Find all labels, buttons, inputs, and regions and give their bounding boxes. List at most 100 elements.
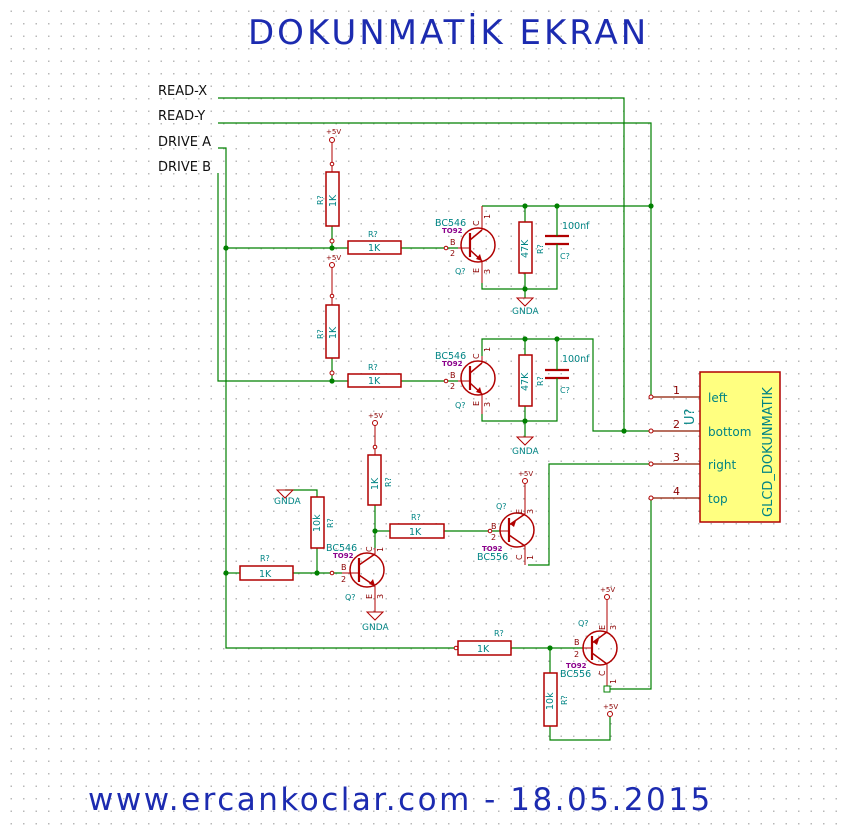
vcc-symbol: +5V: [326, 254, 341, 305]
pin-ends: [329, 161, 493, 651]
capacitor-ref: C?: [560, 386, 570, 395]
transistor: BC546 TO92 Q? B 2 C 1 E 3: [326, 543, 385, 602]
transistor-ref: Q?: [345, 593, 356, 602]
pin-letter-c: C: [365, 546, 374, 552]
label-read-y: READ-Y: [158, 109, 205, 124]
resistor-value: 1K: [328, 326, 339, 339]
pin-letter-b: B: [491, 522, 497, 531]
vcc-symbol: +5V: [603, 703, 618, 717]
resistor-value: 10k: [545, 692, 556, 710]
connector-pin-name: left: [708, 391, 728, 405]
connector-pin-name: top: [708, 492, 728, 506]
capacitor-value: 100nf: [562, 221, 590, 232]
vcc-label: +5V: [326, 128, 341, 136]
pin-letter-e: E: [598, 625, 607, 630]
label-drive-a: DRIVE A: [158, 135, 211, 150]
resistor-value: 47K: [520, 372, 531, 391]
pin-number: 3: [526, 509, 535, 514]
pin-number: 2: [450, 249, 455, 258]
vcc-label: +5V: [326, 254, 341, 262]
resistor-ref: R?: [326, 518, 335, 528]
transistor-ref: Q?: [578, 619, 589, 628]
resistor-ref: R?: [316, 195, 325, 205]
pin-number: 1: [483, 347, 492, 352]
resistor-ref: R?: [316, 329, 325, 339]
resistor: 1K R?: [367, 454, 393, 506]
ground-symbol: GNDA: [512, 297, 539, 317]
resistor-value: 47K: [520, 239, 531, 258]
ground-label: GNDA: [362, 623, 389, 633]
resistor-value: 1K: [409, 527, 422, 538]
vcc-symbol: +5V: [368, 412, 383, 455]
resistor: 47K R?: [518, 354, 545, 407]
pin-letter-c: C: [515, 554, 524, 560]
connector-body: [699, 371, 781, 523]
resistor-ref: R?: [260, 554, 270, 563]
ground-label: GNDA: [512, 307, 539, 317]
capacitor: 100nf C?: [545, 221, 590, 262]
pin-number: 3: [483, 402, 492, 407]
vcc-symbol: +5V: [600, 586, 615, 624]
pin-letter-e: E: [472, 268, 481, 273]
resistor-value: 1K: [259, 569, 272, 580]
pin-letter-e: E: [472, 401, 481, 406]
transistor-ref: Q?: [496, 502, 507, 511]
pin-letter-e: E: [515, 509, 524, 514]
vcc-label: +5V: [368, 412, 383, 420]
vcc-symbol: +5V: [518, 470, 533, 508]
pin-number: 3: [483, 269, 492, 274]
pin-number: 1: [526, 555, 535, 560]
connector-pin-name: bottom: [708, 425, 751, 439]
junctions: [223, 203, 654, 651]
transistor: Q? TO92 BC556 B 2 E 3 C 1: [477, 502, 535, 565]
capacitor-ref: C?: [560, 252, 570, 261]
resistor-ref: R?: [494, 629, 504, 638]
connector-ref: U?: [683, 409, 698, 425]
resistor-value: 1K: [368, 243, 381, 254]
connector-name: GLCD_DOKUNMATIK: [761, 387, 776, 517]
resistor: 1K R?: [316, 304, 340, 376]
resistor-value: 1K: [477, 644, 490, 655]
resistor: 1K R?: [316, 171, 340, 244]
transistor-package: TO92: [333, 552, 354, 560]
pin-letter-b: B: [574, 638, 580, 647]
transistor-package: TO92: [442, 227, 463, 235]
pin-letter-e: E: [365, 594, 374, 599]
connector-pin-number: 1: [673, 384, 680, 397]
resistor: 1K R?: [239, 554, 294, 581]
resistor: 10k R?: [310, 496, 335, 549]
resistor: 47K R?: [518, 221, 545, 274]
pin-number: 2: [341, 575, 346, 584]
capacitor: 100nf C?: [545, 354, 590, 397]
ground-symbol: GNDA: [362, 598, 389, 633]
connector-pin-number: 4: [673, 485, 680, 498]
resistor: 1K R?: [347, 230, 402, 255]
ground-label: GNDA: [512, 447, 539, 457]
pin-number: 2: [491, 533, 496, 542]
transistor-part: BC556: [560, 669, 591, 680]
connector-pin-number: 2: [673, 418, 680, 431]
pin-number: 3: [376, 594, 385, 599]
transistor: BC546 TO92 Q? B 2 C 1 E 3: [435, 206, 496, 283]
vcc-label: +5V: [600, 586, 615, 594]
vcc-label: +5V: [518, 470, 533, 478]
resistor: 1K R?: [347, 363, 402, 388]
pin-number: 1: [483, 214, 492, 219]
resistor-ref: R?: [560, 695, 569, 705]
resistor-ref: R?: [368, 363, 378, 372]
resistor-value: 10k: [312, 514, 323, 532]
pin-letter-b: B: [450, 371, 456, 380]
pin-number: 1: [609, 679, 618, 684]
resistor-value: 1K: [370, 477, 381, 490]
pin-number: 2: [574, 650, 579, 659]
transistor: BC546 TO92 Q? B 2 C 1 E 3: [435, 347, 496, 414]
resistor-value: 1K: [328, 194, 339, 207]
transistor-part: BC556: [477, 552, 508, 563]
transistor-ref: Q?: [455, 401, 466, 410]
resistor: 10k R?: [543, 672, 569, 727]
pin-letter-c: C: [472, 353, 481, 359]
transistor: Q? TO92 BC556 B 2 E 3 C 1: [560, 619, 618, 693]
transistor-package: TO92: [482, 545, 503, 553]
resistor-ref: R?: [536, 376, 545, 386]
connector-pin-name: right: [708, 458, 736, 472]
